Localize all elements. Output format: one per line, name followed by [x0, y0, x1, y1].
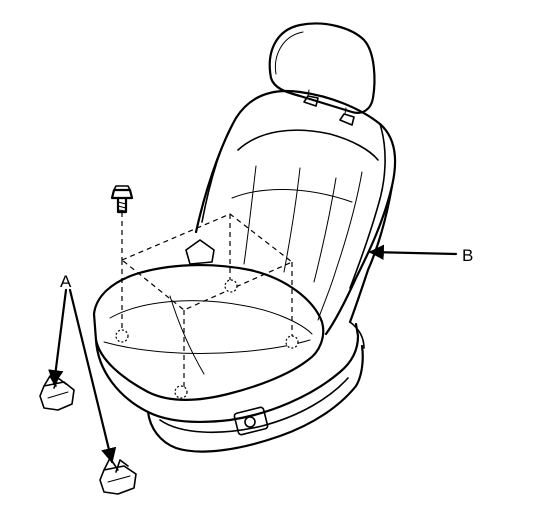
bolt-hole-front-left — [115, 329, 129, 343]
callout-a-leaders — [48, 288, 117, 464]
seat-back — [194, 90, 397, 336]
bolt-holes — [115, 279, 299, 399]
bolt-hole-front-right — [174, 385, 188, 399]
bolt-cover-upper — [39, 375, 75, 411]
headrest — [268, 22, 376, 126]
seat-base — [94, 321, 365, 453]
bolt-hole-rear-right — [285, 335, 299, 349]
mounting-pattern — [120, 212, 294, 392]
callout-label-a: A — [60, 272, 72, 291]
callout-label-b: B — [462, 246, 473, 265]
bolt — [110, 185, 134, 214]
callout-b-leader — [368, 244, 458, 261]
bolt-hole-rear-left — [224, 279, 238, 293]
bolt-cover-lower — [99, 457, 137, 495]
